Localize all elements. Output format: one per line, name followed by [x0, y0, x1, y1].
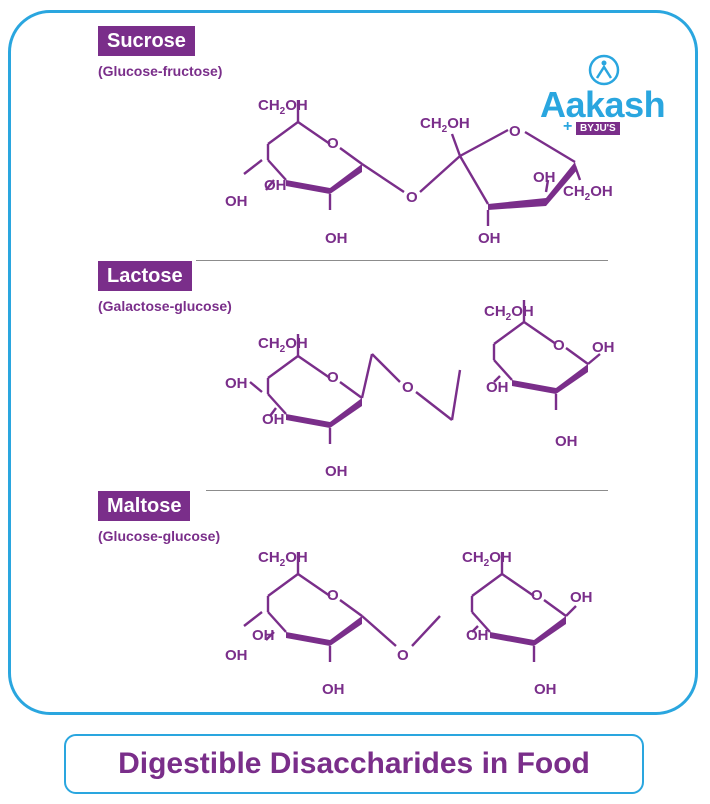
sucrose-glycosidic-o: O [406, 189, 418, 206]
sucrose-ch2oh-1: CH2OH [258, 97, 308, 117]
lactose-oh-4: OH [592, 339, 615, 356]
sucrose-oh-3: OH [325, 230, 348, 247]
divider-lactose [196, 260, 608, 261]
logo-plus: + [563, 118, 573, 135]
maltose-ring-o-1: O [327, 587, 339, 604]
diagram-frame [8, 10, 698, 715]
lactose-oh-1: OH [225, 375, 248, 392]
maltose-oh-3: OH [322, 681, 345, 698]
caption-box: Digestible Disaccharides in Food [64, 734, 644, 794]
sucrose-ch2oh-3: CH2OH [563, 183, 613, 203]
maltose-oh-1: OH [252, 627, 275, 644]
sucrose-oh-4: OH [533, 169, 556, 186]
lactose-glycosidic-o: O [402, 379, 414, 396]
maltose-ch2oh-2: CH2OH [462, 549, 512, 569]
sucrose-structure: CH2OH O OH OH OH O CH2OH O OH CH2OH OH [225, 97, 613, 247]
sucrose-ring-o-2: O [509, 123, 521, 140]
lactose-oh-5: OH [486, 379, 509, 396]
maltose-oh-6: OH [534, 681, 557, 698]
section-subtitle-maltose: (Glucose-glucose) [98, 528, 221, 544]
sucrose-ch2oh-2: CH2OH [420, 115, 470, 135]
lactose-ch2oh-2: CH2OH [484, 303, 534, 323]
divider-maltose [206, 490, 608, 491]
maltose-oh-5: OH [466, 627, 489, 644]
sucrose-ring-o-1: O [327, 135, 339, 152]
lactose-ch2oh-1: CH2OH [258, 335, 308, 355]
lactose-oh-2: OH [262, 411, 285, 428]
lactose-oh-3: OH [325, 463, 348, 480]
section-subtitle-sucrose: (Glucose-fructose) [98, 63, 223, 79]
lactose-ring-o-1: O [327, 369, 339, 386]
lactose-oh-6: OH [555, 433, 578, 450]
section-tag-lactose: Lactose [98, 261, 192, 291]
maltose-oh-2: OH [225, 647, 248, 664]
sucrose-oh-1: OH [264, 177, 287, 194]
logo-partner: BYJU'S [576, 122, 620, 135]
maltose-structure: CH2OH O OH OH OH O CH2OH O OH OH OH [225, 549, 593, 698]
maltose-glycosidic-o: O [397, 647, 409, 664]
aakash-person-icon [588, 54, 620, 86]
section-tag-maltose: Maltose [98, 491, 191, 521]
sucrose-oh-5: OH [478, 230, 501, 247]
section-tag-sucrose: Sucrose [98, 26, 195, 56]
caption-text: Digestible Disaccharides in Food [118, 747, 590, 780]
sucrose-oh-2: OH [225, 193, 248, 210]
lactose-structure: CH2OH O OH OH OH O CH2OH O OH OH OH [225, 298, 615, 480]
logo-wordmark: Aakash [540, 84, 666, 125]
maltose-oh-4: OH [570, 589, 593, 606]
section-subtitle-lactose: (Galactose-glucose) [98, 298, 232, 314]
maltose-ring-o-2: O [531, 587, 543, 604]
lactose-ring-o-2: O [553, 337, 565, 354]
maltose-ch2oh-1: CH2OH [258, 549, 308, 569]
